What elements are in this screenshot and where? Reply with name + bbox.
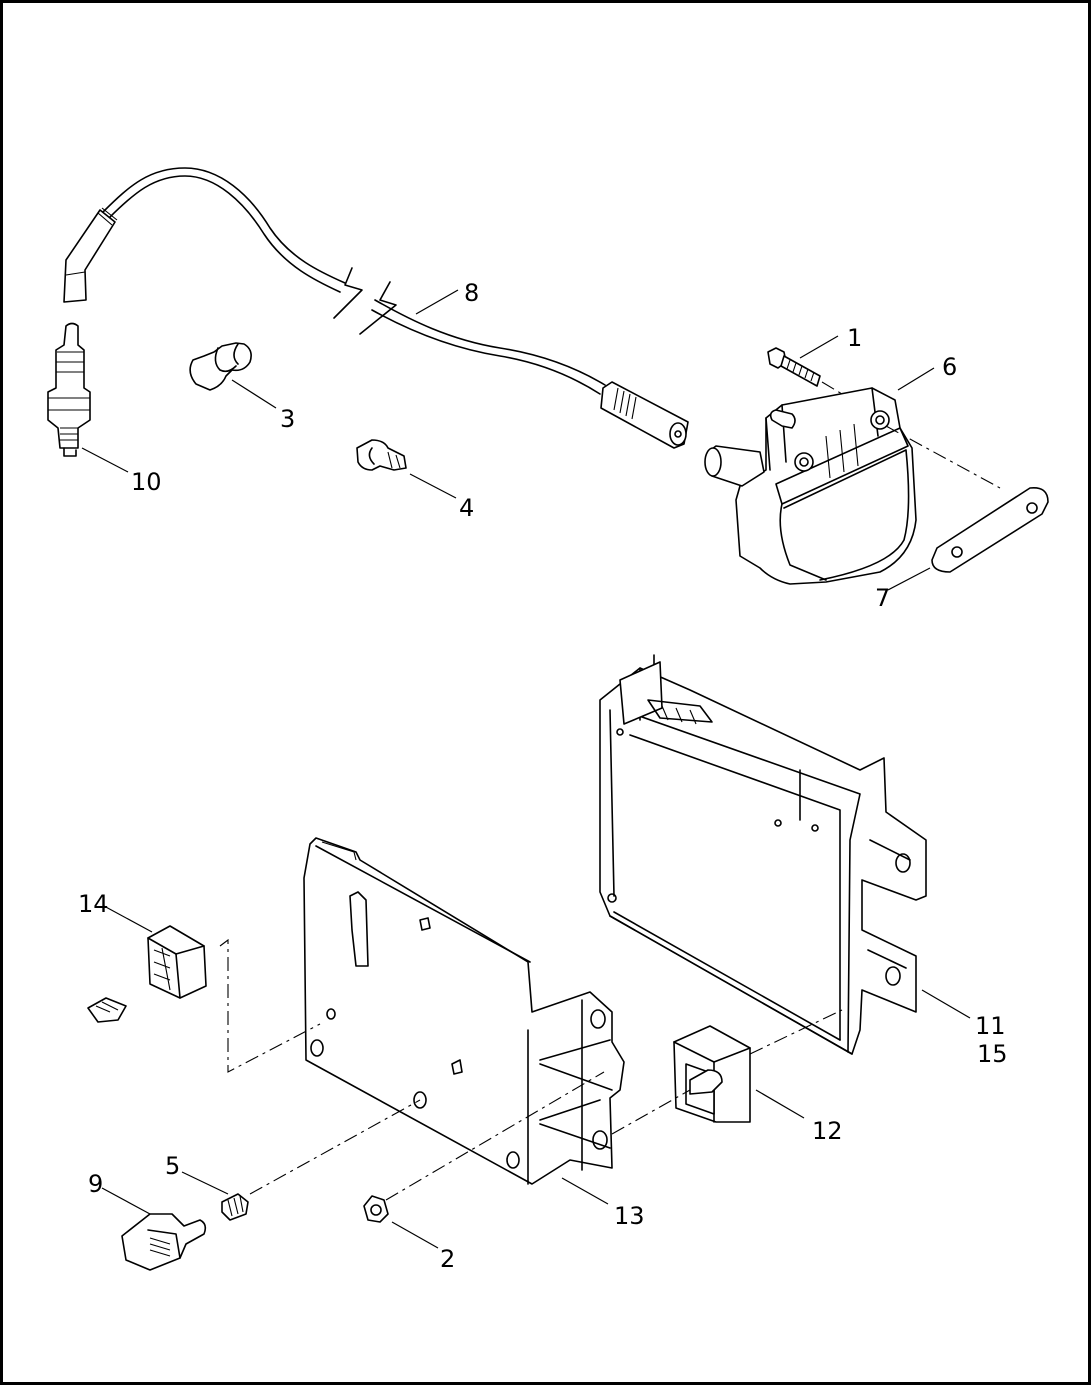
- callout-3: 3: [280, 405, 296, 433]
- grommet: [221, 1193, 249, 1221]
- callout-14: 14: [78, 890, 109, 918]
- callout-8: 8: [464, 279, 480, 307]
- assembly-line-bracket: [885, 425, 1001, 489]
- relay: [147, 925, 207, 999]
- callout-15: 15: [977, 1040, 1008, 1068]
- sensor: [121, 1213, 207, 1271]
- coil-screw: [767, 347, 821, 387]
- assembly-line-mount: [611, 1089, 691, 1135]
- module-bracket: [599, 654, 927, 1055]
- ignition-coil: [704, 387, 917, 585]
- assembly-line-relay: [219, 938, 321, 1073]
- cable-clip: [356, 439, 407, 471]
- leader-lines: [81, 289, 971, 1249]
- assembly-line-grommet: [249, 1099, 421, 1195]
- assembly-line-nut: [385, 1071, 605, 1201]
- assembly-line-coil: [821, 381, 843, 395]
- callout-11: 11: [975, 1012, 1006, 1040]
- spark-plug: [47, 322, 91, 457]
- exploded-parts-diagram: [47, 167, 1049, 1271]
- callout-7: 7: [875, 584, 891, 612]
- blade-fuse: [87, 997, 127, 1023]
- spark-plug-wire: [63, 167, 689, 449]
- callout-12: 12: [812, 1117, 843, 1145]
- callout-10: 10: [131, 468, 162, 496]
- callout-9: 9: [88, 1170, 104, 1198]
- callout-4: 4: [459, 494, 475, 522]
- coil-bracket: [931, 486, 1049, 573]
- callout-6: 6: [942, 353, 958, 381]
- callout-5: 5: [165, 1152, 181, 1180]
- callout-1: 1: [847, 324, 863, 352]
- mounting-plate: [303, 837, 625, 1185]
- rubber-mount: [673, 1025, 751, 1123]
- wire-clip: [189, 342, 252, 391]
- assembly-line-bracket-lower: [749, 1009, 843, 1055]
- flange-nut: [363, 1195, 389, 1223]
- callout-13: 13: [614, 1202, 645, 1230]
- callout-2: 2: [440, 1245, 456, 1273]
